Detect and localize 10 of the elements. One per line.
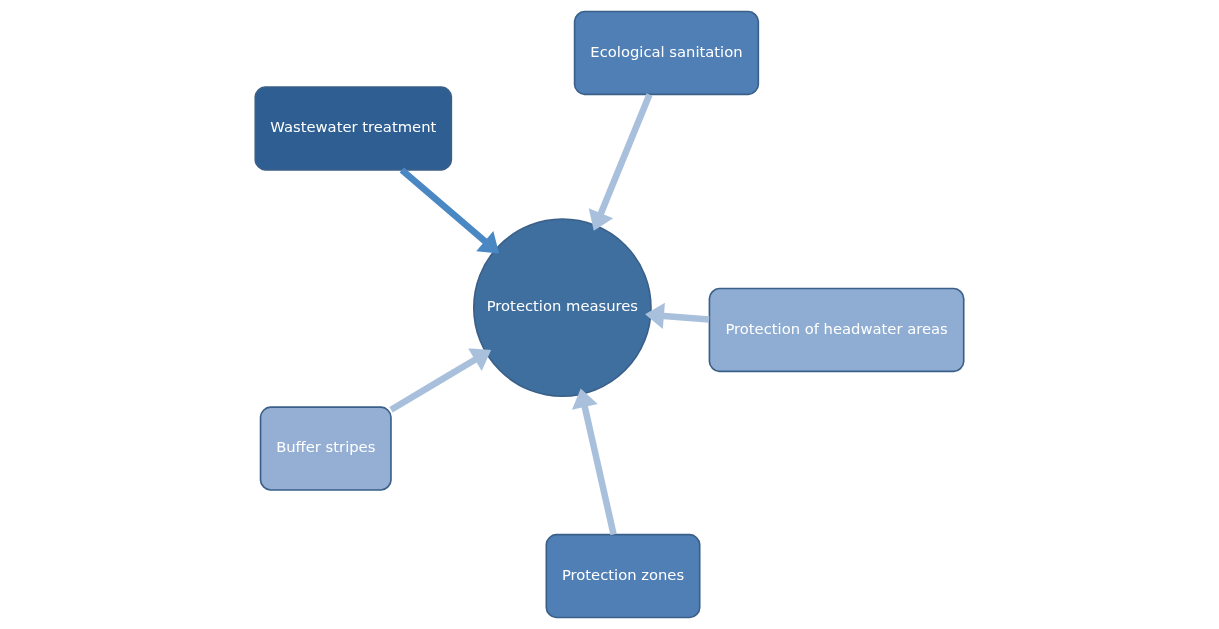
arrow — [399, 167, 500, 254]
node-box: Protection of headwater areas — [708, 287, 965, 373]
arrow — [645, 302, 710, 330]
arrow — [571, 388, 617, 536]
node-box: Ecological sanitation — [573, 10, 760, 96]
arrow — [389, 348, 492, 413]
node-box: Buffer stripes — [259, 406, 392, 491]
node-box: Wastewater treatment — [254, 86, 453, 171]
node-box: Protection zones — [545, 533, 701, 619]
arrow — [588, 93, 653, 231]
